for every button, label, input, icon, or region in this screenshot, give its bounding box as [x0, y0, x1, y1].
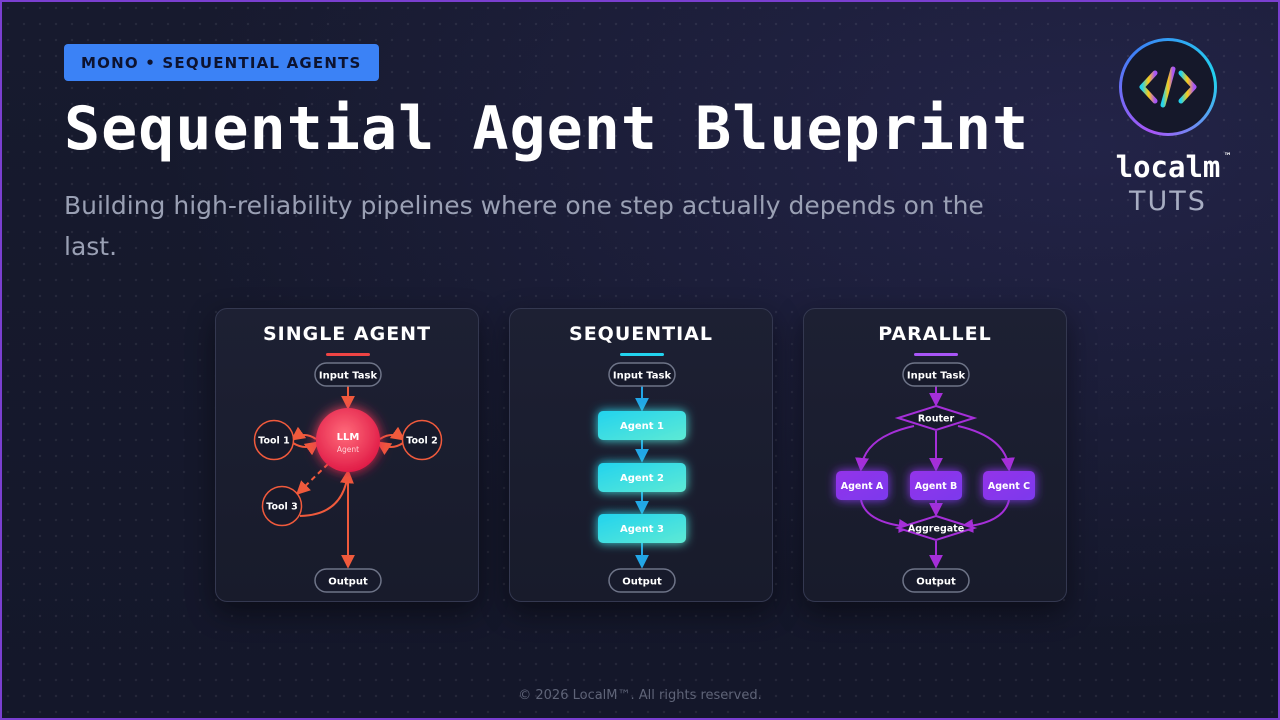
- agentB-label: Agent B: [915, 481, 957, 492]
- input-task-node: Input Task: [902, 362, 970, 387]
- agentA-node: Agent A: [836, 471, 888, 500]
- logo-badge: [1119, 38, 1217, 136]
- input-task-label: Input Task: [319, 371, 378, 382]
- category-badge: MONO • SEQUENTIAL AGENTS: [64, 44, 379, 81]
- edge-llm-tool1: [290, 426, 317, 441]
- page-subtitle: Building high-reliability pipelines wher…: [64, 191, 984, 261]
- router-label: Router: [918, 414, 955, 425]
- parallel-card: PARALLEL Input Task: [803, 308, 1067, 602]
- single-agent-title: SINGLE AGENT: [262, 323, 432, 345]
- llm-agent-node: LLM Agent: [316, 408, 380, 472]
- tool1-node: Tool 1: [253, 419, 295, 461]
- agentA-label: Agent A: [841, 481, 884, 492]
- agent3-label: Agent 3: [620, 524, 664, 535]
- tool2-node: Tool 2: [401, 419, 443, 461]
- single-agent-diagram: Input Task LLM Agent Tool 1 Tool 2 Tool …: [253, 362, 443, 593]
- output-node: Output: [608, 568, 676, 593]
- input-task-node: Input Task: [608, 362, 676, 387]
- aggregate-label: Aggregate: [908, 524, 964, 535]
- sequential-card: SEQUENTIAL Input Task Agent 1: [509, 308, 773, 602]
- page-title: Sequential Agent Blueprint: [64, 94, 1030, 164]
- single-agent-card: SINGLE AGENT Input Task: [215, 308, 479, 602]
- agent2-label: Agent 2: [620, 473, 664, 484]
- agentB-node: Agent B: [910, 471, 962, 500]
- tool1-label: Tool 1: [258, 436, 289, 447]
- output-label: Output: [328, 577, 368, 588]
- agentC-node: Agent C: [983, 471, 1035, 500]
- sequential-diagram: Input Task Agent 1 Agent 2 Agent 3 Outpu…: [598, 362, 686, 593]
- tool3-label: Tool 3: [266, 502, 297, 513]
- output-label: Output: [622, 577, 662, 588]
- parallel-title: PARALLEL: [878, 323, 992, 345]
- edge-agentA-aggregate: [860, 499, 913, 533]
- agent3-node: Agent 3: [598, 514, 686, 543]
- input-task-label: Input Task: [907, 371, 966, 382]
- output-node: Output: [902, 568, 970, 593]
- output-label: Output: [916, 577, 956, 588]
- parallel-diagram: Input Task Router Agent A Agent B Agent …: [836, 362, 1035, 593]
- agent1-node: Agent 1: [598, 411, 686, 440]
- sequential-underline: [620, 353, 664, 356]
- input-task-label: Input Task: [613, 371, 672, 382]
- edge-tool2-llm: [376, 441, 404, 456]
- edge-tool1-llm: [292, 441, 320, 456]
- parallel-underline: [914, 353, 958, 356]
- input-task-node: Input Task: [314, 362, 382, 387]
- llm-label: LLM: [337, 432, 360, 443]
- edge-llm-tool3: [295, 463, 329, 495]
- agentC-label: Agent C: [988, 481, 1030, 492]
- agent2-node: Agent 2: [598, 463, 686, 492]
- agent1-label: Agent 1: [620, 421, 664, 432]
- output-node: Output: [314, 568, 382, 593]
- llm-sublabel: Agent: [337, 445, 359, 454]
- edge-tool3-llm: [299, 469, 354, 517]
- edge-agentC-aggregate: [959, 499, 1010, 533]
- edge-llm-tool2: [379, 426, 406, 441]
- single-agent-underline: [326, 353, 370, 356]
- footer-copyright: © 2026 LocalM™. All rights reserved.: [518, 688, 762, 703]
- edge-router-agentA: [855, 425, 915, 472]
- logo-subtitle: TUTS: [1129, 186, 1207, 217]
- router-node: Router: [894, 404, 978, 432]
- tool3-node: Tool 3: [261, 485, 303, 527]
- tool2-label: Tool 2: [406, 436, 437, 447]
- sequential-title: SEQUENTIAL: [569, 323, 713, 345]
- edge-router-agentC: [957, 425, 1015, 472]
- aggregate-node: Aggregate: [894, 514, 978, 542]
- code-brackets-icon: [1139, 66, 1197, 108]
